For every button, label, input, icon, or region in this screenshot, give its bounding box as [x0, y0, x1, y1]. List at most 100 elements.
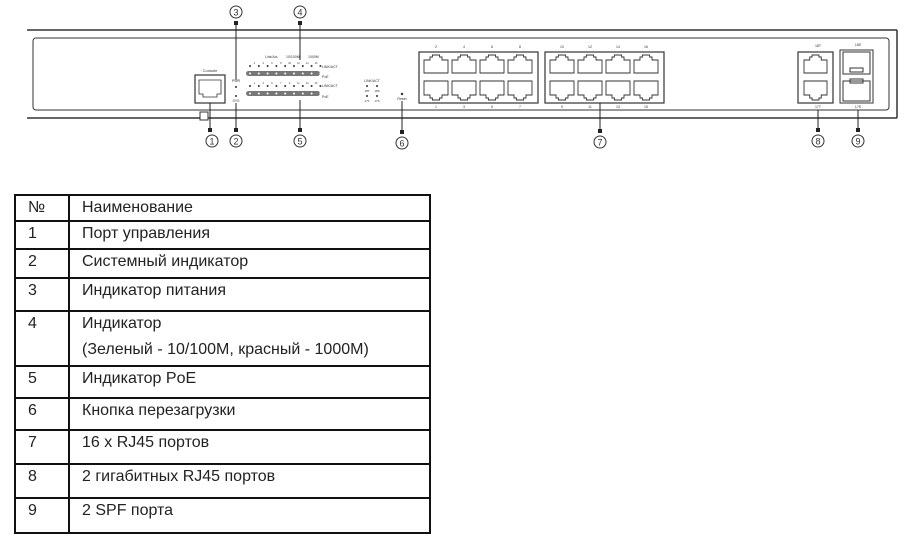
link-led	[284, 85, 287, 87]
led-18s-label: 18S	[374, 89, 379, 93]
poe-led	[310, 92, 313, 95]
link-led	[249, 65, 251, 67]
row-name-text: Индикатор	[82, 315, 162, 332]
link-led	[319, 65, 322, 67]
port-18t-label: 18T	[815, 44, 822, 48]
rj45-port	[451, 54, 477, 74]
sfp-ports	[839, 49, 874, 104]
led-number: 10	[288, 62, 291, 65]
led-number: 6	[271, 62, 273, 65]
poe-led	[275, 92, 278, 95]
port-number: 16	[644, 45, 648, 49]
link-led	[310, 65, 313, 67]
link-led	[275, 65, 278, 67]
callout-marker	[593, 135, 607, 149]
rj45-port	[549, 54, 575, 74]
link-act-label-2: LINK/ACT	[322, 84, 339, 88]
gigabit-port-group	[797, 51, 834, 104]
led-number: 15	[315, 82, 318, 85]
row-name-text: 16 x RJ45 портов	[82, 434, 210, 451]
poe-led	[301, 72, 304, 75]
poe-led	[266, 72, 269, 75]
poe-led	[257, 92, 260, 95]
port-number: 3	[463, 105, 465, 109]
led-number: 13	[306, 82, 309, 85]
port-number: 12	[588, 45, 592, 49]
link-led	[284, 65, 287, 67]
led-number: 12	[297, 62, 300, 65]
poe-led	[266, 92, 269, 95]
callout-marker	[293, 5, 307, 19]
row-num: 8	[14, 463, 70, 499]
row-name-text: Индикатор PoE	[82, 370, 197, 387]
rj45-port	[479, 80, 505, 101]
rj45-port	[577, 54, 603, 74]
poe-led-bar	[246, 91, 320, 96]
link-led	[319, 85, 322, 87]
led-17t-label: 17T	[364, 99, 369, 103]
callout-number: 3	[233, 8, 238, 18]
rj45-port	[423, 54, 449, 74]
rj45-port	[605, 80, 631, 101]
port-number: 2	[435, 45, 437, 49]
rj45-port	[479, 54, 505, 74]
callout-number: 8	[815, 137, 820, 147]
port-number: 4	[463, 45, 465, 49]
row-name: Системный индикатор	[68, 248, 431, 279]
row-name: Порт управления	[68, 220, 431, 250]
link-led	[301, 85, 304, 87]
link-led	[266, 85, 269, 87]
uplink-link-act-label: LINK/ACT	[364, 79, 381, 83]
callout-number: 7	[597, 138, 602, 148]
row-name: 16 x RJ45 портов	[68, 429, 431, 465]
poe-label: PoE	[322, 75, 329, 79]
poe-led	[257, 72, 260, 75]
callout-number: 2	[233, 137, 238, 147]
link-led	[293, 65, 295, 67]
port-number: 5	[491, 105, 493, 109]
led-number: 7	[280, 82, 282, 85]
callout-marker	[851, 134, 865, 148]
link-led	[249, 85, 251, 87]
callout-marker	[293, 134, 307, 148]
rj45-port	[633, 54, 659, 74]
sys-label: SYS	[232, 99, 240, 103]
header-name: Наименование	[68, 194, 431, 222]
port-number: 8	[519, 45, 521, 49]
sfp-18s-label: 18S	[855, 43, 862, 47]
link-led	[257, 85, 260, 87]
reset-button	[400, 92, 404, 96]
rj45-port	[549, 80, 575, 101]
row-num: 6	[14, 397, 70, 431]
led-number: 3	[263, 82, 265, 85]
rj45-port	[803, 54, 828, 74]
poe-led	[301, 92, 304, 95]
led-number: 16	[315, 62, 318, 65]
port-number: 9	[561, 105, 563, 109]
row-name: Кнопка перезагрузки	[68, 397, 431, 431]
port-number: 13	[616, 105, 620, 109]
rj45-port-group	[418, 51, 539, 104]
led-number: 8	[280, 62, 282, 65]
port-number: 10	[560, 45, 564, 49]
switch-front-panel-diagram: Console PWR SYS Link/Act 10/100M 1000M 2…	[27, 5, 898, 150]
poe-led	[319, 92, 322, 95]
table-header: № Наименование	[14, 194, 431, 222]
poe-led	[310, 72, 313, 75]
callout-number: 1	[209, 137, 214, 147]
led-18t-label: 18T	[364, 89, 369, 93]
poe-led	[284, 72, 287, 75]
link-led	[293, 85, 295, 87]
callout-marker	[395, 136, 409, 150]
poe-led	[249, 72, 251, 75]
poe-led-bar	[246, 71, 320, 76]
callout-marker	[229, 134, 243, 148]
row-name-text: Порт управления	[82, 225, 210, 242]
row-name: Индикатор(Зеленый - 10/100M, красный - 1…	[68, 310, 431, 367]
